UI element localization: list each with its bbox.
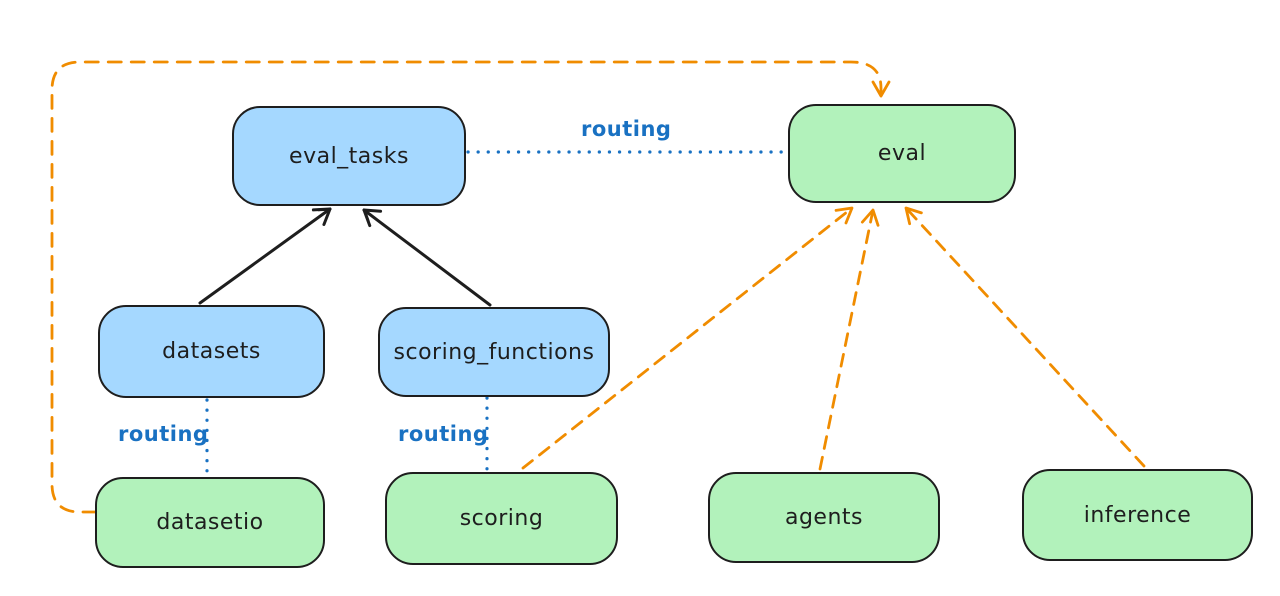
- node-agents-label: agents: [784, 505, 863, 530]
- routing-label-scoring-functions-scoring: routing: [398, 422, 489, 446]
- routing-label-datasets-datasetio: routing: [118, 422, 209, 446]
- node-inference-label: inference: [1083, 502, 1192, 528]
- edge-datasetio-to-eval: [50, 60, 891, 514]
- node-scoring-functions-label: scoring_functions: [393, 339, 595, 365]
- node-agents: agents: [708, 472, 940, 563]
- edge-scoring-functions-to-eval-tasks: [362, 208, 492, 307]
- node-datasetio-label: datasetio: [156, 510, 264, 535]
- node-eval-tasks: eval_tasks: [232, 106, 466, 206]
- node-inference: inference: [1022, 469, 1253, 561]
- node-datasetio: datasetio: [95, 477, 325, 568]
- node-datasets: datasets: [98, 305, 325, 398]
- node-scoring: scoring: [385, 472, 618, 565]
- node-eval-label: eval: [877, 141, 927, 166]
- routing-label-eval-tasks-eval: routing: [581, 117, 672, 141]
- edge-inference-to-eval: [904, 206, 1146, 468]
- node-scoring-label: scoring: [459, 506, 544, 531]
- edge-datasets-to-eval-tasks: [198, 207, 332, 305]
- node-eval-tasks-label: eval_tasks: [289, 143, 409, 169]
- node-eval: eval: [788, 104, 1016, 203]
- node-datasets-label: datasets: [162, 339, 261, 364]
- edge-scoring-to-eval: [521, 206, 854, 470]
- node-scoring-functions: scoring_functions: [378, 307, 610, 397]
- edge-agents-to-eval: [818, 208, 880, 471]
